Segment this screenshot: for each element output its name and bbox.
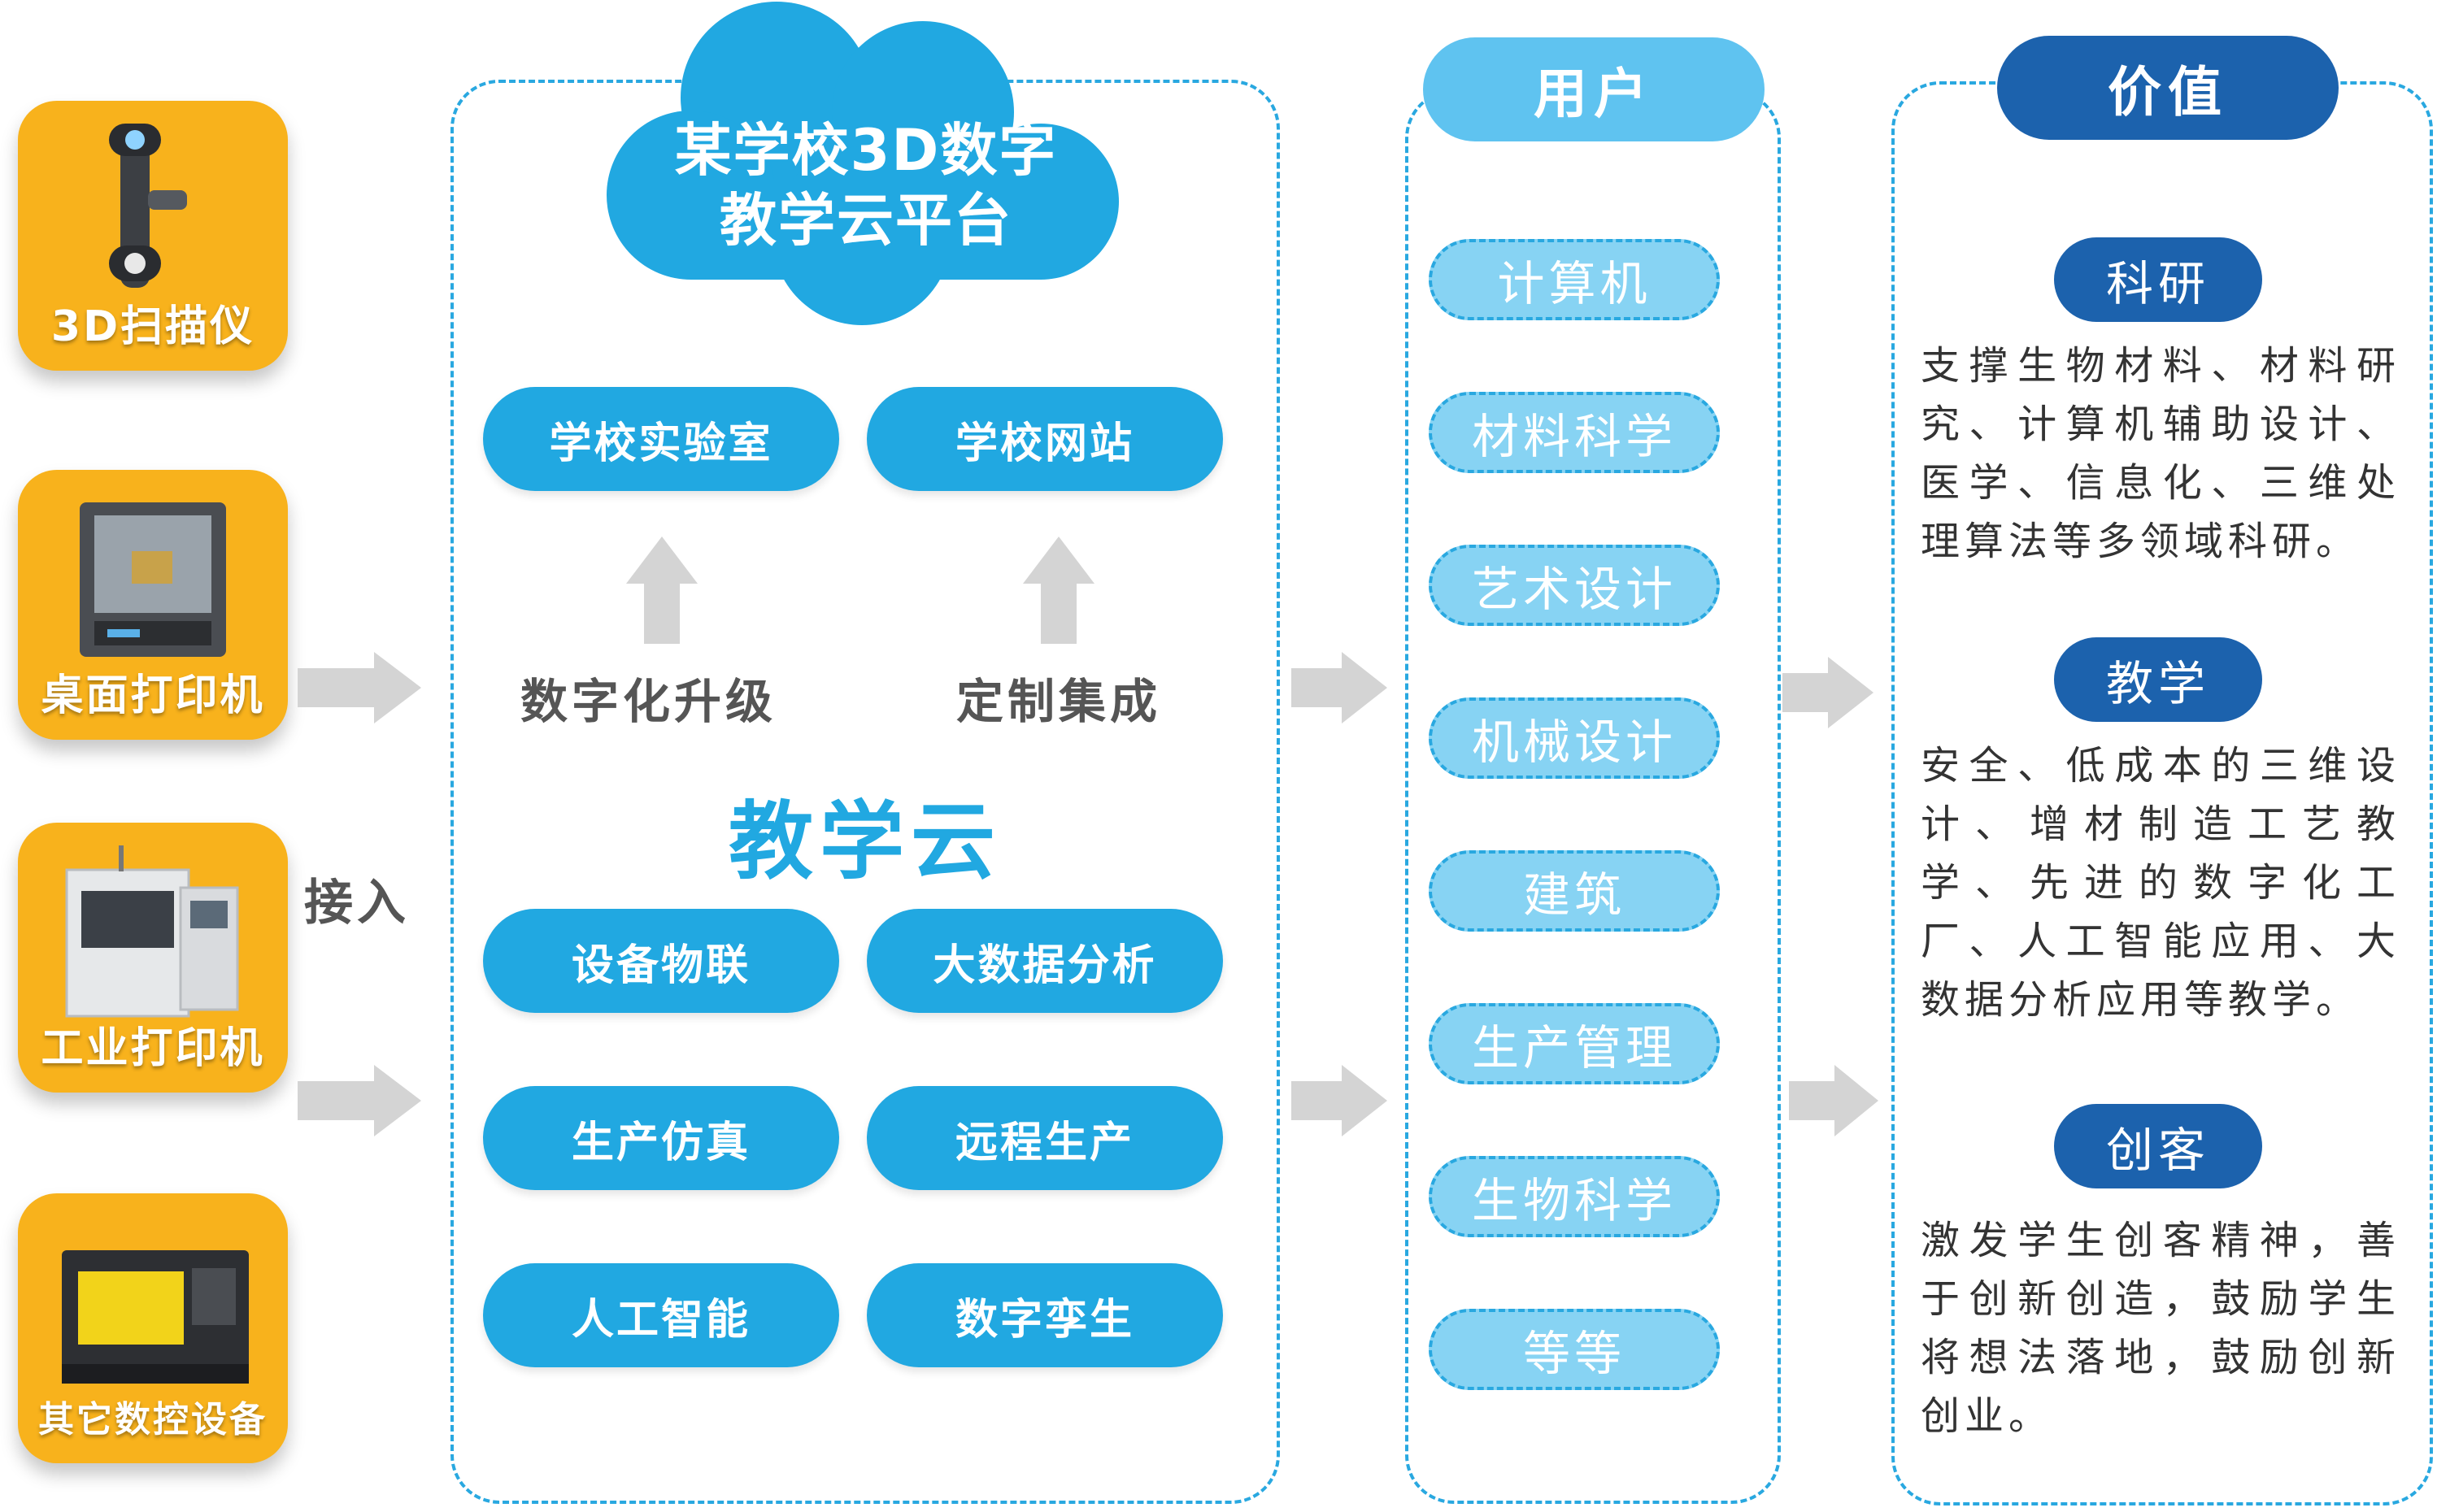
value-text-maker: 激发学生创客精神，善于创新创造，鼓励学生将想法落地，鼓励创新创业。 <box>1921 1218 2400 1439</box>
user-item: 机械设计 <box>1429 697 1720 779</box>
device-tile-cnc: 其它数控设备 <box>18 1193 288 1463</box>
arrow-right-icon <box>1291 652 1387 723</box>
industrial-printer-icon <box>65 845 239 1018</box>
device-tile-3d-scanner: 3D扫描仪 <box>18 101 288 371</box>
device-label: 其它数控设备 <box>38 1399 268 1440</box>
arrow-up-icon <box>626 537 698 644</box>
user-item: 计算机 <box>1429 239 1720 320</box>
arrow-right-icon <box>1782 657 1873 728</box>
desktop-printer-icon <box>80 502 226 657</box>
pill-big-data: 大数据分析 <box>867 909 1223 1013</box>
teaching-cloud-label: 教学云 <box>728 792 1002 891</box>
arrow-right-icon <box>1789 1065 1878 1136</box>
platform-title-line1: 某学校3D数字 <box>674 117 1058 184</box>
value-title-research: 科研 <box>2054 237 2262 322</box>
pill-remote-production: 远程生产 <box>867 1086 1223 1190</box>
label-digital-upgrade: 数字化升级 <box>520 674 777 729</box>
connect-label: 接入 <box>304 875 410 932</box>
platform-title-line2: 教学云平台 <box>720 187 1012 254</box>
3d-scanner-icon <box>109 124 187 288</box>
arrow-up-icon <box>1023 537 1094 644</box>
device-tile-desktop-printer: 桌面打印机 <box>18 470 288 740</box>
user-item: 生物科学 <box>1429 1156 1720 1237</box>
pill-school-lab: 学校实验室 <box>483 387 839 491</box>
label-custom-integration: 定制集成 <box>956 674 1162 729</box>
user-item: 等等 <box>1429 1309 1720 1390</box>
cnc-machine-icon <box>62 1250 249 1384</box>
value-title-teaching: 教学 <box>2054 637 2262 722</box>
pill-school-website: 学校网站 <box>867 387 1223 491</box>
value-text-teaching: 安全、低成本的三维设计、增材制造工艺教学、先进的数字化工厂、人工智能应用、大数据… <box>1921 743 2400 1023</box>
device-label: 桌面打印机 <box>41 671 265 720</box>
user-item: 建筑 <box>1429 850 1720 932</box>
arrow-right-icon <box>298 1065 421 1136</box>
value-text-research: 支撑生物材料、材料研究、计算机辅助设计、医学、信息化、三维处理算法等多领域科研。 <box>1921 343 2400 564</box>
pill-production-sim: 生产仿真 <box>483 1086 839 1190</box>
user-item: 生产管理 <box>1429 1003 1720 1084</box>
user-item: 艺术设计 <box>1429 545 1720 626</box>
value-header: 价值 <box>1997 36 2339 140</box>
users-header: 用户 <box>1423 37 1765 141</box>
user-item: 材料科学 <box>1429 392 1720 473</box>
arrow-right-icon <box>298 652 421 723</box>
device-label: 工业打印机 <box>41 1024 265 1073</box>
platform-title: 某学校3D数字 教学云平台 <box>602 115 1130 255</box>
pill-device-iot: 设备物联 <box>483 909 839 1013</box>
value-title-maker: 创客 <box>2054 1104 2262 1188</box>
arrow-right-icon <box>1291 1065 1387 1136</box>
pill-digital-twin: 数字孪生 <box>867 1263 1223 1367</box>
device-label: 3D扫描仪 <box>50 302 255 351</box>
pill-ai: 人工智能 <box>483 1263 839 1367</box>
device-tile-industrial-printer: 工业打印机 <box>18 823 288 1093</box>
cloud-icon <box>607 2 1119 325</box>
